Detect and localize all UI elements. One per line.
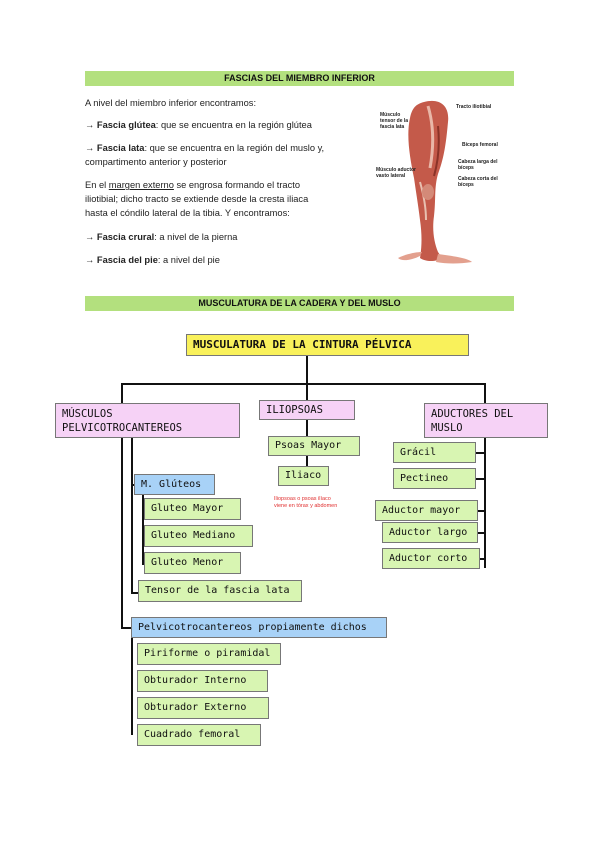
intro-text: A nivel del miembro inferior encontramos… <box>85 98 257 108</box>
box-iliaco: Iliaco <box>278 466 329 486</box>
margen-post: se engrosa formando el tracto <box>173 180 300 190</box>
connector-line <box>306 420 308 436</box>
arrow-icon: → <box>85 120 95 130</box>
fascia-lata-text2: compartimento anterior y posterior <box>85 157 227 167</box>
box-pelvi-propiamente: Pelvicotrocantereos propiamente dichos <box>131 617 387 638</box>
box-gluteo-mayor: Gluteo Mayor <box>144 498 241 520</box>
section-header-fascias: FASCIAS DEL MIEMBRO INFERIOR <box>85 71 514 86</box>
label-aductor: Músculo aductor vasto lateral <box>376 167 417 179</box>
arrow-icon: → <box>85 143 95 153</box>
fascia-glutea-item: → Fascia glútea: que se encuentra en la … <box>85 118 312 132</box>
section-header-musculatura: MUSCULATURA DE LA CADERA Y DEL MUSLO <box>85 296 514 311</box>
box-psoas: Psoas Mayor <box>268 436 360 456</box>
fascia-crural-term: Fascia crural <box>96 232 155 242</box>
diagram-root: MUSCULATURA DE LA CINTURA PÉLVICA <box>186 334 469 356</box>
iliopsoas-note: Iliopsoas o psoas ilíaco viene en tórax … <box>274 496 337 510</box>
margen-line2: iliotibial; dicho tracto se extiende des… <box>85 194 309 204</box>
fascia-crural-item: → Fascia crural: a nivel de la pierna <box>85 230 237 244</box>
fascia-glutea-term: Fascia glútea <box>96 120 156 130</box>
fascia-crural-text: : a nivel de la pierna <box>154 232 238 242</box>
box-gluteo-mediano: Gluteo Mediano <box>144 525 253 547</box>
box-gracil: Grácil <box>393 442 476 463</box>
box-aductor-mayor: Aductor mayor <box>375 500 478 521</box>
connector-line <box>131 484 135 486</box>
connector-line <box>121 383 123 404</box>
fascia-lata-term: Fascia lata <box>96 143 145 153</box>
fascia-pie-text: : a nivel del pie <box>157 255 220 265</box>
connector-line <box>306 456 308 466</box>
connector-line <box>476 452 485 454</box>
box-gluteo-menor: Gluteo Menor <box>144 552 241 574</box>
box-aductor-corto: Aductor corto <box>382 548 480 569</box>
note-line2: viene en tórax y abdomen <box>274 503 338 509</box>
connector-line <box>131 438 133 593</box>
connector-line <box>131 637 133 735</box>
box-pectineo: Pectineo <box>393 468 476 489</box>
connector-line <box>121 383 484 385</box>
connector-line <box>478 558 485 560</box>
fascia-glutea-text: : que se encuentra en la región glútea <box>155 120 312 130</box>
box-gluteos: M. Glúteos <box>134 474 215 495</box>
connector-line <box>121 627 131 629</box>
connector-line <box>131 592 138 594</box>
connector-line <box>478 510 485 512</box>
label-cabeza-larga: Cabeza larga del bíceps <box>458 159 498 171</box>
arrow-icon: → <box>85 255 95 265</box>
box-cuadrado: Cuadrado femoral <box>137 724 261 746</box>
leg-muscles-illustration <box>398 100 472 264</box>
box-aductor-largo: Aductor largo <box>382 522 478 543</box>
box-obturador-interno: Obturador Interno <box>137 670 268 692</box>
fascia-lata-text: : que se encuentra en la región del musl… <box>144 143 325 153</box>
connector-line <box>478 532 485 534</box>
connector-line <box>121 438 123 628</box>
margen-line3: hasta el cóndilo lateral de la tibia. Y … <box>85 208 290 218</box>
arrow-icon: → <box>85 232 95 242</box>
fascia-pie-term: Fascia del pie <box>96 255 158 265</box>
fascia-pie-item: → Fascia del pie: a nivel del pie <box>85 253 220 267</box>
box-aductores: ADUCTORES DEL MUSLO <box>424 403 548 438</box>
box-obturador-externo: Obturador Externo <box>137 697 269 719</box>
box-piriforme: Piriforme o piramidal <box>137 643 281 665</box>
margen-paragraph: En el margen externo se engrosa formando… <box>85 178 363 220</box>
box-tensor: Tensor de la fascia lata <box>138 580 302 602</box>
connector-line <box>306 383 308 400</box>
connector-line <box>476 478 485 480</box>
connector-line <box>484 438 486 568</box>
label-tracto: Tracto iliotibial <box>456 104 492 110</box>
margen-underlined: margen externo <box>108 180 174 190</box>
connector-line <box>484 383 486 404</box>
connector-line <box>306 355 308 384</box>
box-iliopsoas: ILIOPSOAS <box>259 400 355 420</box>
connector-line <box>142 495 144 565</box>
label-tensor: Músculo tensor de la fascia lata <box>380 112 409 130</box>
label-biceps: Bíceps femoral <box>462 142 498 148</box>
label-cabeza-corta: Cabeza corta del bíceps <box>458 176 498 188</box>
margen-pre: En el <box>85 180 109 190</box>
note-line1: Iliopsoas o psoas ilíaco <box>274 496 331 502</box>
box-pelvicotrocantereos: MÚSCULOS PELVICOTROCANTEREOS <box>55 403 240 438</box>
fascia-lata-item: → Fascia lata: que se encuentra en la re… <box>85 141 365 169</box>
